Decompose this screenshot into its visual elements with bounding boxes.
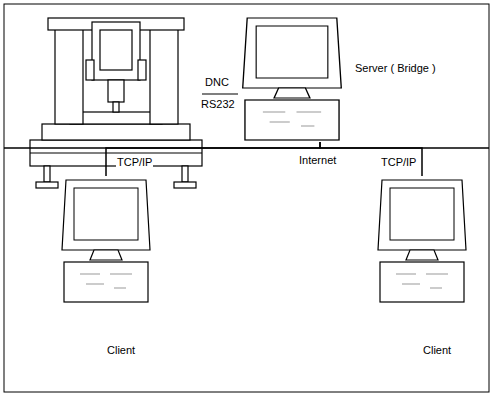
node-caption: Client: [422, 344, 452, 357]
connection-label: Internet: [298, 154, 337, 167]
node-caption: Server ( Bridge ): [354, 62, 437, 75]
computer-icon: [372, 176, 472, 306]
connection-label: RS232: [200, 98, 236, 111]
computer-icon: [236, 14, 348, 144]
edge-label: TCP/IP: [116, 156, 153, 169]
server-computer: Server ( Bridge ): [236, 14, 348, 142]
client-computer: Client: [56, 176, 156, 362]
cnc-machine: [30, 18, 202, 188]
edge-label: TCP/IP: [380, 156, 417, 169]
client-computer: Client: [372, 176, 472, 362]
node-caption: Client: [106, 344, 136, 357]
connection-label: DNC: [204, 76, 230, 89]
computer-icon: [56, 176, 156, 306]
serial-wire: [202, 93, 238, 94]
network-link: [106, 142, 320, 176]
